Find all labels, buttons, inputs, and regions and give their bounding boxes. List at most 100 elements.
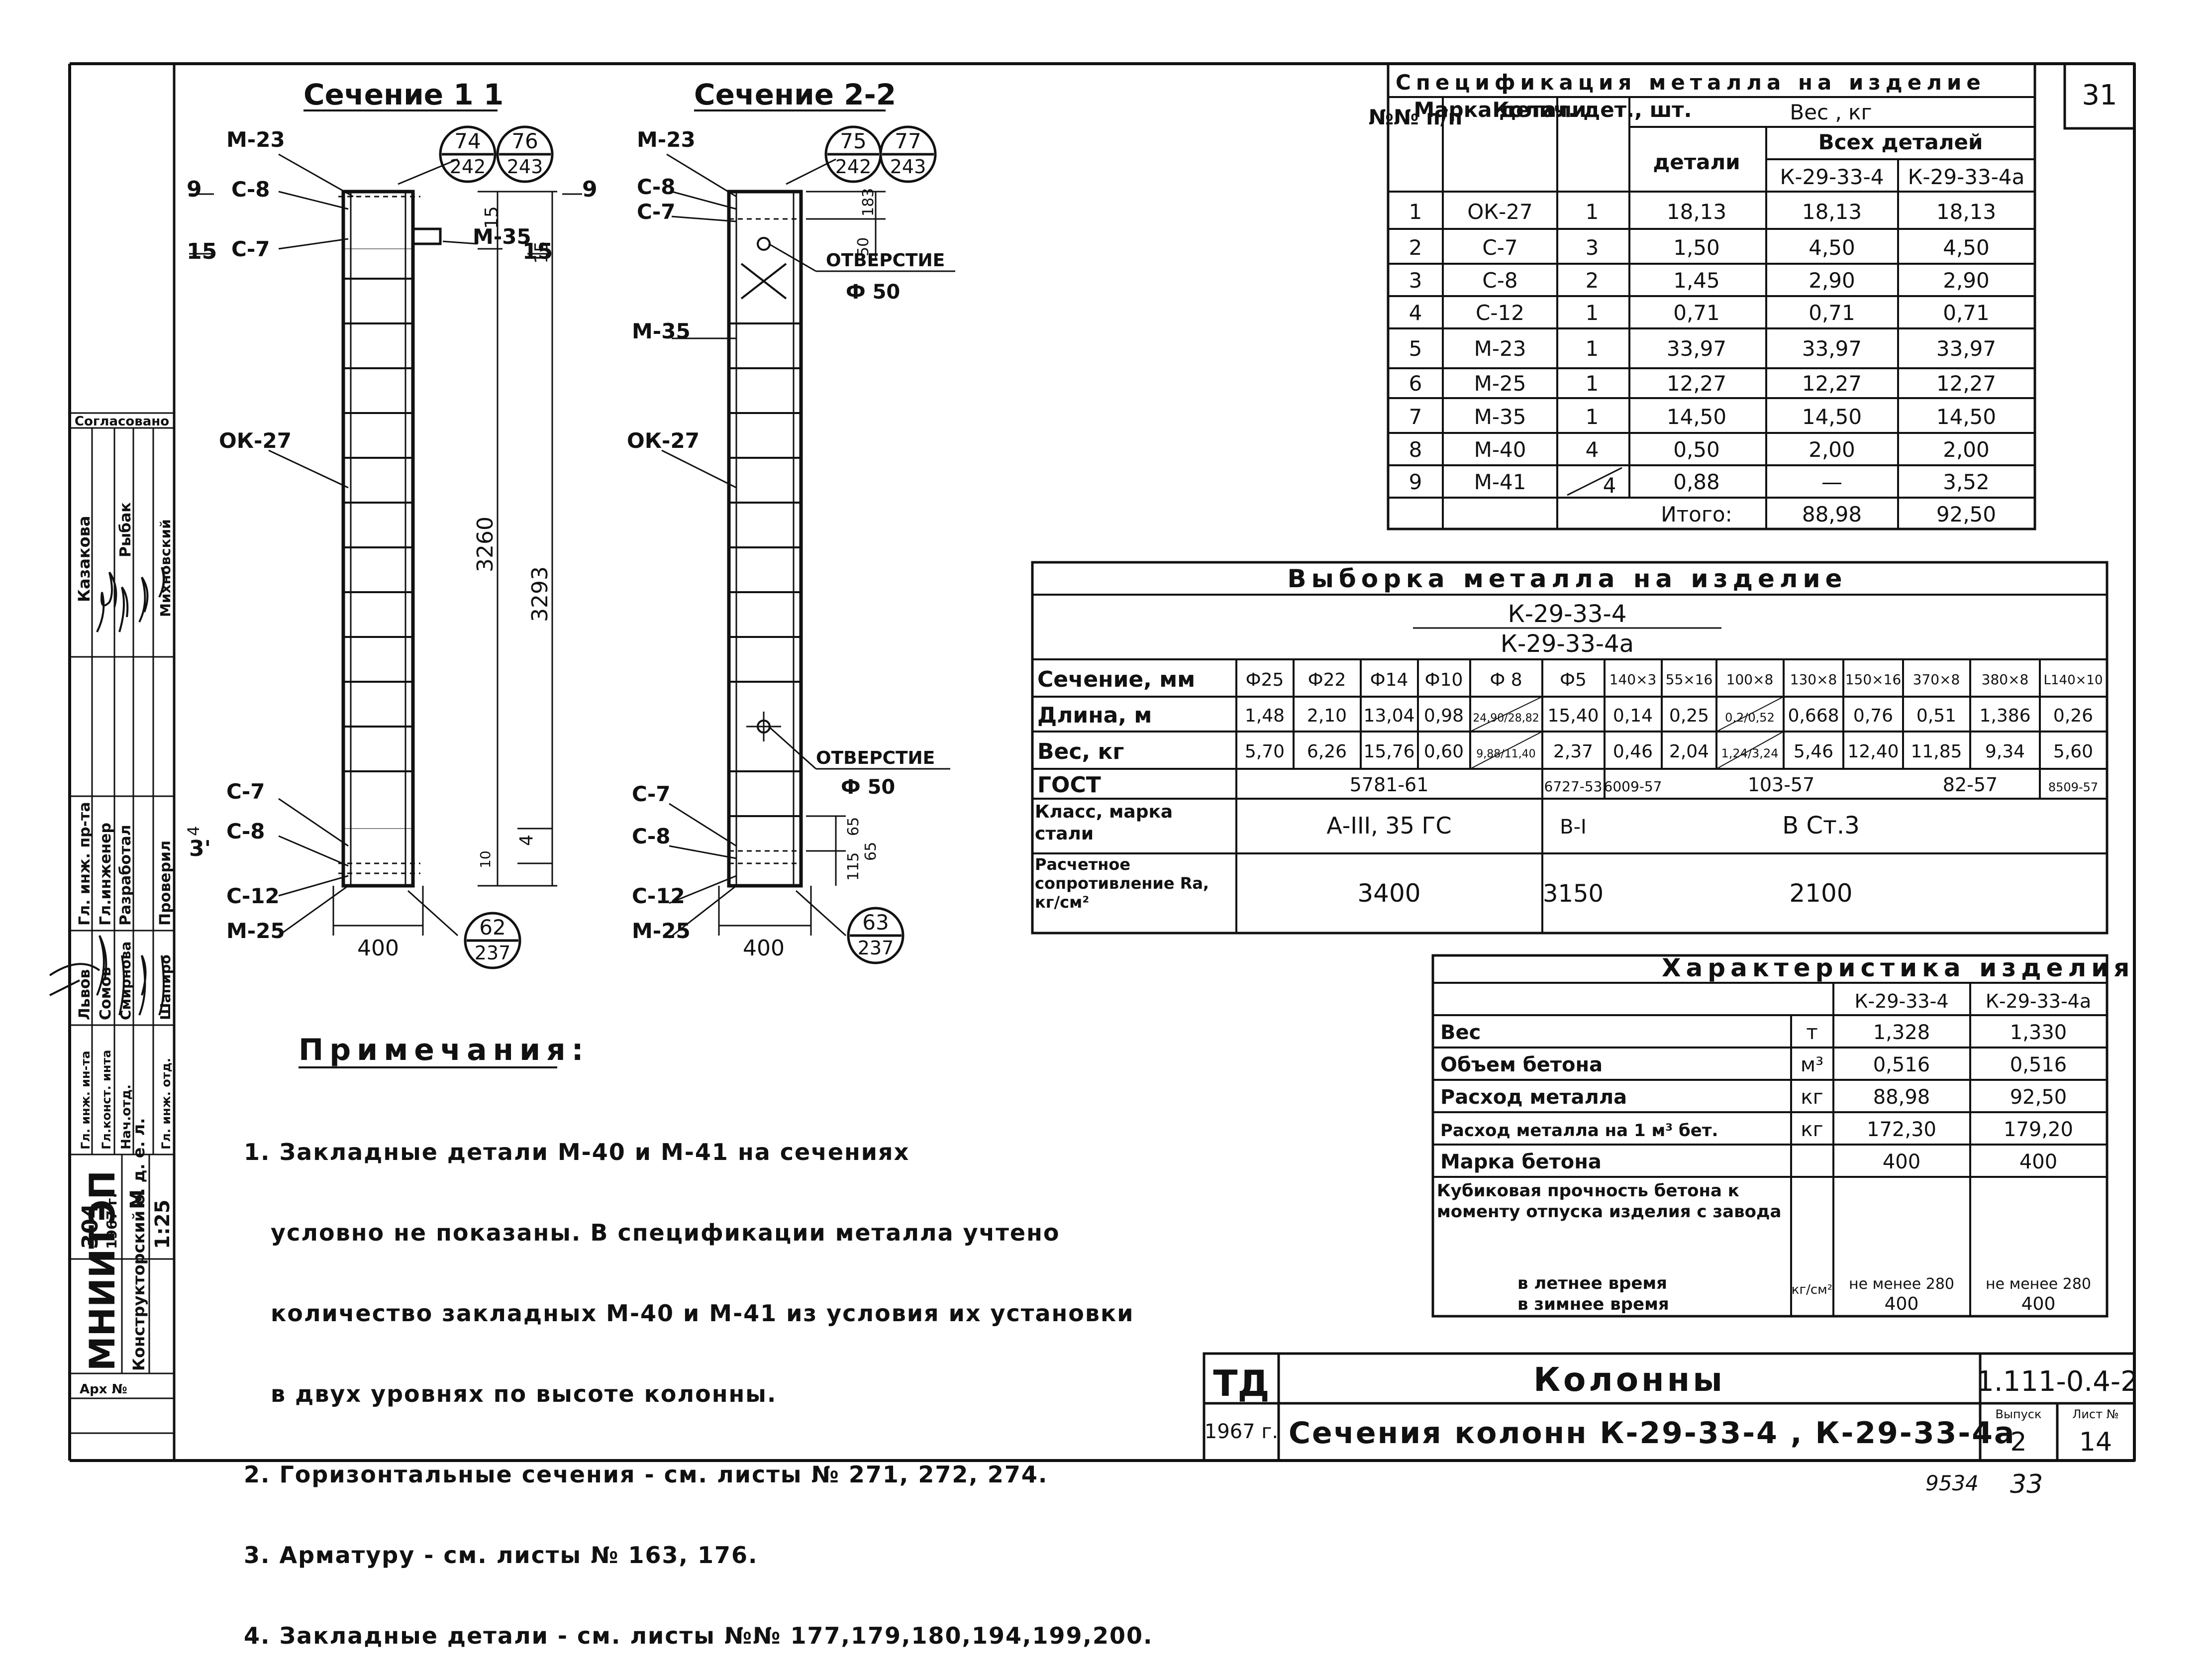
s22-circle2-bot: 243 — [890, 156, 926, 178]
spec-cell: 2,90 — [1943, 268, 1990, 293]
s11-cut-3-left: 3' — [189, 836, 211, 861]
callout-circles-1-1 — [439, 125, 554, 969]
vyb-class-3: В Ст.3 — [1782, 812, 1859, 839]
harakt-table: Характеристика изделия К-29-33-4 К-29-33… — [1431, 953, 2134, 1318]
s22-label-m25: М-25 — [632, 919, 691, 943]
vyb-len: 1,386 — [1979, 706, 2030, 726]
note-line: 1. Закладные детали М-40 и М-41 на сечен… — [244, 1139, 910, 1165]
vyb-len: 0,14 — [1613, 706, 1653, 726]
spec-total-v2: 92,50 — [1936, 502, 1996, 526]
spec-cell: 1 — [1586, 301, 1599, 325]
harakt-cell: кг — [1801, 1086, 1823, 1109]
note-line: количество закладных М-40 и М-41 из усло… — [244, 1300, 1134, 1327]
harakt-row: Марка бетона 400 400 — [1440, 1151, 2057, 1173]
vyb-sec: Ф25 — [1246, 670, 1284, 690]
stamp-vypusk-label: Выпуск — [1996, 1407, 2042, 1421]
strip-cell-5: Гл.инженер — [97, 823, 114, 926]
vyb-len: 0,2/0,52 — [1725, 711, 1775, 725]
bottom-left-number: 9534 — [1925, 1471, 1979, 1495]
notes: Примечания: — [299, 1033, 584, 1068]
s11-label-m25: М-25 — [226, 919, 285, 943]
page-number-box — [2063, 62, 2136, 130]
stamp-td: ТД — [1213, 1362, 1269, 1404]
harakt-title: Характеристика изделия — [1662, 953, 2134, 982]
spec-h-qty: Колич. дет., шт. — [1493, 98, 1692, 122]
vyb-len: 24,90/28,82 — [1473, 712, 1539, 725]
strip-scale: 1:25 — [151, 1200, 174, 1250]
note-line: 3. Арматуру - см. листы № 163, 176. — [244, 1542, 758, 1569]
vyb-len: 0,51 — [1916, 706, 1956, 726]
s22-label-ok27: ОК-27 — [627, 428, 700, 453]
spec-cell: 1 — [1586, 336, 1599, 361]
column-2-2-drawing — [727, 190, 803, 888]
stamp-subtitle: Сечения колонн К-29-33-4 , К-29-33-4а — [1289, 1416, 2015, 1451]
spec-cell: 2,90 — [1809, 268, 1855, 293]
s11-circle3-bot: 237 — [475, 942, 511, 964]
dimensions-2-2 — [718, 191, 886, 936]
harakt-cell: 92,50 — [2010, 1086, 2067, 1109]
harakt-winter-v2: 400 — [2021, 1294, 2056, 1314]
spec-cell: 5 — [1409, 336, 1422, 361]
vyb-gost: 6009-57 — [1604, 778, 1662, 795]
spec-cell: 4 — [1586, 437, 1599, 462]
spec-cell: 2,00 — [1809, 437, 1855, 462]
strip-org-sub: Конструкторский о. д. е. л. — [129, 1118, 148, 1371]
s11-label-c8-top: С-8 — [231, 177, 270, 202]
dimensions-1-1 — [332, 191, 557, 936]
vyborka-row-class: Класс, марка стали — [1035, 802, 1173, 844]
s11-circle1-top: 74 — [454, 129, 481, 153]
vyb-class-2: В-I — [1560, 816, 1587, 838]
harakt-v1: К-29-33-4 — [1855, 990, 1949, 1012]
stamp-code: 1.111-0.4-2 — [1976, 1365, 2138, 1398]
spec-cell: М-35 — [1474, 405, 1526, 429]
vyb-sec: 100×8 — [1726, 671, 1774, 688]
vyb-w: 2,37 — [1553, 741, 1593, 762]
spec-cell: 12,27 — [1936, 371, 1996, 396]
spec-cell: 0,88 — [1673, 470, 1720, 494]
stirrups-1-1 — [343, 278, 413, 772]
spec-cell: 2 — [1409, 235, 1422, 260]
section-2-2: Сечение 2-2 — [627, 78, 955, 964]
harakt-cell: 0,516 — [2010, 1053, 2067, 1076]
spec-row: 3 С-8 2 1,45 2,90 2,90 — [1409, 268, 1990, 293]
vyb-sec: Ф5 — [1560, 670, 1587, 690]
vyb-sec: 370×8 — [1913, 671, 1960, 688]
drawing-sheet: 31 Согласовано Казакова Рыбак Михновский… — [49, 62, 2138, 1499]
spec-cell: 8 — [1409, 437, 1422, 462]
vyborka-row-length: Длина, м — [1037, 703, 1152, 728]
spec-cell: 12,27 — [1802, 371, 1862, 396]
s11-circle3-top: 62 — [479, 915, 505, 940]
spec-cell: 1,45 — [1673, 268, 1720, 293]
section-2-2-title: Сечение 2-2 — [694, 78, 896, 111]
vyb-w: 2,04 — [1669, 741, 1709, 762]
vyb-len: 13,04 — [1363, 706, 1414, 726]
vyb-resist-3: 2100 — [1789, 879, 1852, 908]
s11-dim-c: 4 — [516, 835, 537, 846]
vyb-gost: 103-57 — [1748, 774, 1815, 796]
vyb-len: 2,10 — [1307, 706, 1347, 726]
vyb-class-1: А-III, 35 ГС — [1326, 812, 1451, 839]
s11-dim-b: 15 — [531, 241, 552, 264]
s11-label-c8-bot: С-8 — [226, 819, 265, 843]
spec-row: 9 М-41 4 0,88 — 3,52 — [1409, 470, 1990, 498]
vyb-w: 15,76 — [1363, 741, 1414, 762]
s22-circle2-top: 77 — [895, 129, 921, 153]
spec-row: 7 М-35 1 14,50 14,50 14,50 — [1409, 405, 1996, 429]
harakt-cell: Вес — [1440, 1021, 1481, 1044]
vyb-gost: 82-57 — [1943, 774, 1998, 796]
vyb-sec: 55×16 — [1666, 671, 1713, 688]
spec-cell: 1 — [1409, 200, 1422, 224]
spec-cell: 4 — [1409, 301, 1422, 325]
spec-cell: 3 — [1409, 268, 1422, 293]
harakt-cell: Марка бетона — [1440, 1151, 1602, 1173]
s22-label-c12: С-12 — [632, 884, 685, 908]
spec-cell: 18,13 — [1936, 200, 1996, 224]
vyb-sec: Ф14 — [1370, 670, 1408, 690]
spec-row: 8 М-40 4 0,50 2,00 2,00 — [1409, 437, 1990, 462]
s11-cut-9-right: 9 — [582, 177, 598, 202]
vyb-len: 0,25 — [1669, 706, 1709, 726]
harakt-cell: Расход металла — [1440, 1086, 1627, 1109]
vyb-resist-2: 3150 — [1543, 880, 1604, 908]
column-1-1-drawing — [338, 190, 442, 888]
spec-cell: 33,97 — [1936, 336, 1996, 361]
